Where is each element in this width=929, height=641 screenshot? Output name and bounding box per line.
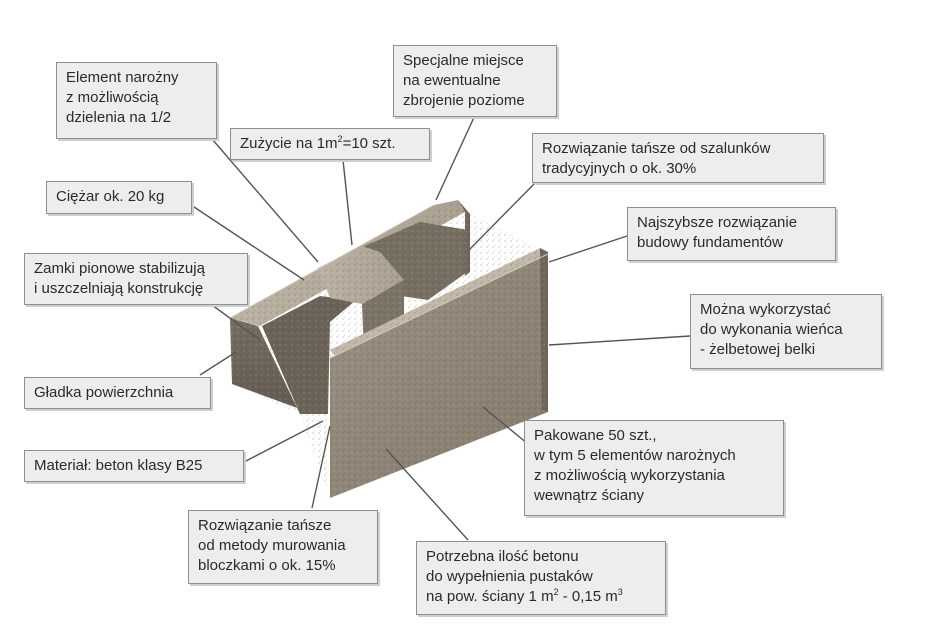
callout-text: Zamki pionowe stabilizują (34, 260, 205, 277)
callout-usage: Zużycie na 1m2=10 szt. (230, 128, 430, 160)
callout-text: na pow. ściany 1 m2 - 0,15 m3 (426, 587, 656, 607)
callout-text: dzielenia na 1/2 (66, 109, 172, 126)
leader-weight (190, 204, 305, 281)
callout-text: Pakowane 50 szt., (534, 427, 657, 444)
concrete-prefix: na pow. ściany 1 m (426, 588, 554, 605)
callout-text: Specjalne miejsce (403, 52, 524, 69)
callout-text: wewnątrz ściany (534, 487, 645, 504)
callout-text: w tym 5 elementów narożnych (534, 447, 736, 464)
usage-sup: 2 (337, 134, 343, 144)
callout-fastest: Najszybsze rozwiązanie budowy fundamentó… (627, 207, 836, 261)
callout-text: z możliwością wykorzystania (534, 467, 725, 484)
usage-suffix: =10 szt. (342, 135, 396, 152)
callout-text: Najszybsze rozwiązanie (637, 214, 798, 231)
leader-material (243, 420, 324, 463)
callout-text: zbrojenie poziome (403, 92, 525, 109)
callout-text: Materiał: beton klasy B25 (34, 457, 203, 474)
leader-packed (482, 406, 529, 445)
callout-text: Potrzebna ilość betonu (426, 548, 579, 565)
callout-material: Materiał: beton klasy B25 (24, 450, 244, 482)
callout-text: tradycyjnych o ok. 30% (542, 160, 697, 177)
callout-locks: Zamki pionowe stabilizują i uszczelniają… (24, 253, 248, 305)
concrete-sup-area: 2 (553, 587, 559, 597)
callout-text: z możliwością (66, 89, 159, 106)
usage-prefix: Zużycie na 1m (240, 135, 338, 152)
callout-text: - żelbetowej belki (700, 341, 816, 358)
leader-fastest (548, 235, 628, 263)
callout-text: do wykonania wieńca (700, 321, 843, 338)
callout-ring-beam: Można wykorzystać do wykonania wieńca - … (690, 294, 882, 369)
leader-concrete-needed (385, 448, 469, 541)
concrete-mid: - 0,15 m (558, 588, 618, 605)
leader-special-place (435, 112, 477, 201)
callout-corner-element: Element narożny z możliwością dzielenia … (56, 62, 217, 139)
callout-text: do wypełnienia pustaków (426, 568, 593, 585)
callout-cheaper-masonry: Rozwiązanie tańsze od metody murowania b… (188, 510, 378, 584)
callout-weight: Ciężar ok. 20 kg (46, 181, 192, 214)
callout-text: na ewentualne (403, 72, 501, 89)
leader-usage (342, 159, 353, 246)
callout-text: Można wykorzystać (700, 301, 831, 318)
callout-text: Rozwiązanie tańsze od szalunków (542, 140, 771, 157)
callout-text: od metody murowania (198, 537, 346, 554)
callout-smooth-surface: Gładka powierzchnia (24, 377, 211, 409)
callout-text: bloczkami o ok. 15% (198, 557, 336, 574)
leader-ring-beam (548, 335, 691, 346)
callout-concrete-needed: Potrzebna ilość betonu do wypełnienia pu… (416, 541, 666, 615)
callout-special-place: Specjalne miejsce na ewentualne zbrojeni… (393, 45, 557, 117)
callout-text: Gładka powierzchnia (34, 384, 174, 401)
leader-corner-element (211, 138, 319, 263)
callout-text: budowy fundamentów (637, 234, 783, 251)
concrete-sup-volume: 3 (617, 587, 623, 597)
callout-text: Zużycie na 1m2=10 szt. (240, 134, 420, 154)
callout-packed: Pakowane 50 szt., w tym 5 elementów naro… (524, 420, 784, 516)
leader-locks (211, 304, 261, 341)
callout-text: Element narożny (66, 69, 179, 86)
leader-smooth-surface (199, 351, 237, 376)
callout-text: Rozwiązanie tańsze (198, 517, 332, 534)
callout-text: i uszczelniają konstrukcję (34, 280, 204, 297)
leader-cheaper-formwork (468, 180, 538, 251)
callout-text: Ciężar ok. 20 kg (56, 188, 165, 205)
leader-lines (190, 112, 691, 541)
concrete-block (229, 200, 549, 498)
callout-cheaper-formwork: Rozwiązanie tańsze od szalunków tradycyj… (532, 133, 824, 183)
leader-cheaper-masonry (311, 425, 331, 509)
